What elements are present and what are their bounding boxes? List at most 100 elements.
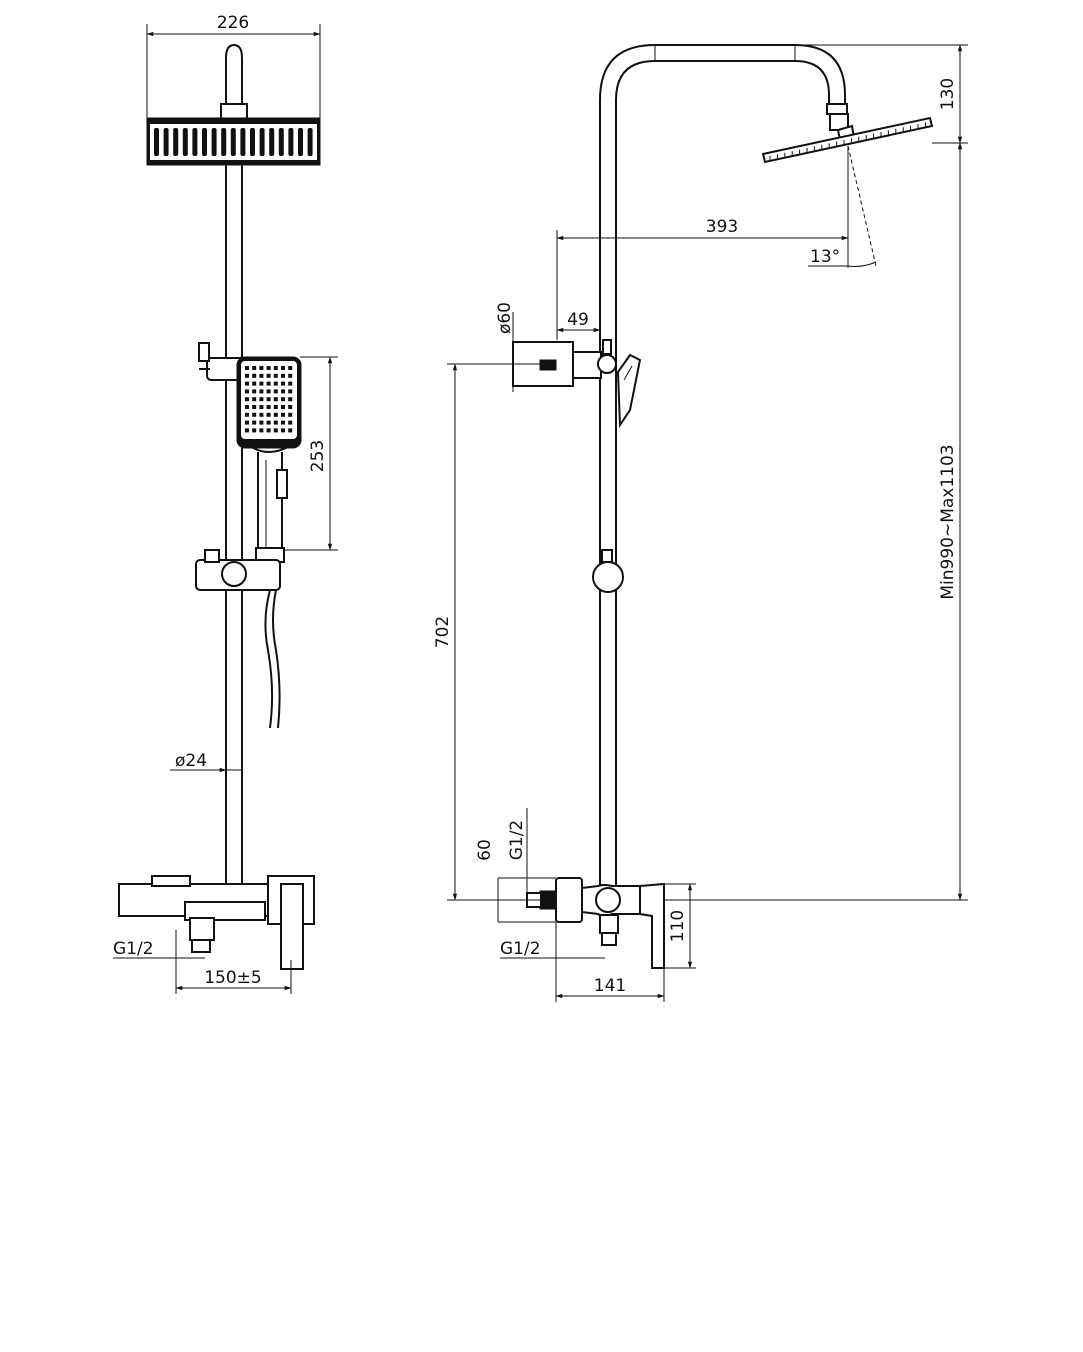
hand-nozzle — [245, 381, 249, 386]
front-view: 226 253 ø24 G1/2 150±5 — [113, 13, 338, 994]
hand-nozzle — [259, 397, 264, 402]
head-nozzle-slot — [154, 128, 159, 156]
hand-nozzle — [266, 389, 271, 394]
hand-nozzle — [252, 405, 257, 409]
front-slide-holder — [195, 549, 281, 591]
hand-nozzle — [252, 373, 257, 378]
hand-nozzle — [259, 420, 264, 425]
hand-nozzle — [266, 412, 271, 417]
head-nozzle-slot — [230, 128, 236, 156]
hand-nozzle — [266, 420, 271, 425]
head-nozzle-slot — [298, 128, 303, 156]
front-overhead-arm — [225, 43, 243, 104]
hand-nozzle — [273, 389, 278, 394]
dim-150-label: 150±5 — [204, 968, 262, 988]
dim-702: 702 — [433, 363, 540, 901]
side-head-connector — [826, 103, 856, 142]
hand-nozzle — [281, 405, 285, 409]
side-riser-with-arm — [599, 44, 846, 885]
dim-g12-vertical-label: G1/2 — [507, 820, 527, 861]
front-riser-tube — [225, 165, 243, 883]
hand-nozzle — [259, 405, 264, 409]
hand-nozzle — [245, 405, 249, 409]
dim-49-label: 49 — [567, 310, 589, 330]
head-nozzle-slot — [259, 128, 265, 156]
hand-nozzle — [273, 373, 278, 378]
hand-nozzle — [281, 397, 285, 402]
side-hand-shower — [616, 353, 642, 429]
hand-nozzle — [252, 389, 257, 394]
head-nozzle-slot — [173, 128, 179, 156]
hand-nozzle — [281, 381, 285, 386]
hand-nozzle — [273, 397, 278, 402]
hand-nozzle — [252, 428, 257, 433]
hand-nozzle — [288, 366, 293, 370]
hand-nozzle — [245, 397, 249, 402]
dim-110: 110 — [664, 883, 696, 969]
hand-nozzle — [245, 428, 249, 433]
hand-nozzle — [259, 412, 264, 417]
dim-60-side-label: 60 — [475, 839, 495, 861]
hand-nozzle — [288, 373, 293, 378]
hand-nozzle — [252, 397, 257, 402]
dim-253-label: 253 — [308, 440, 328, 472]
head-nozzle-slot — [288, 128, 294, 156]
dim-g12-front: G1/2 — [113, 939, 205, 959]
dim-g12-vertical: G1/2 — [507, 808, 528, 893]
head-nozzle-slot — [192, 128, 198, 156]
hand-nozzle — [266, 381, 271, 386]
hand-nozzle — [288, 389, 293, 394]
hand-nozzle — [281, 366, 285, 370]
dim-angle-13: 13° — [808, 247, 877, 267]
hand-nozzle — [245, 373, 249, 378]
hand-nozzle — [266, 397, 271, 402]
head-nozzle-slot — [182, 128, 188, 156]
dim-min-max-label: Min990~Max1103 — [938, 444, 958, 599]
hand-nozzle — [281, 412, 285, 417]
hand-nozzle — [245, 420, 249, 425]
hand-nozzle — [281, 389, 285, 394]
hand-nozzle — [288, 428, 293, 433]
side-spray-angled — [847, 145, 877, 267]
dim-226: 226 — [146, 13, 321, 118]
dim-dia-60: ø60 — [495, 302, 515, 392]
hand-nozzle — [273, 428, 278, 433]
dim-702-label: 702 — [433, 616, 453, 648]
dim-150: 150±5 — [175, 930, 292, 994]
hand-nozzle — [266, 405, 271, 409]
hand-nozzle — [288, 412, 293, 417]
hand-nozzle — [281, 420, 285, 425]
dim-g12-front-label: G1/2 — [113, 939, 154, 959]
hand-nozzle — [252, 420, 257, 425]
hand-nozzle — [288, 397, 293, 402]
side-slide-knob — [592, 549, 624, 593]
dim-130-label: 130 — [938, 78, 958, 110]
dim-dia-24: ø24 — [170, 751, 242, 773]
hand-nozzle — [273, 381, 278, 386]
front-hand-shower — [236, 356, 302, 563]
head-nozzle-slot — [221, 128, 227, 156]
dim-49: 49 — [556, 310, 601, 340]
dim-253: 253 — [284, 356, 338, 551]
head-nozzle-slot — [163, 128, 169, 156]
dim-dia-60-label: ø60 — [495, 302, 515, 334]
dim-141: 141 — [555, 922, 665, 1002]
head-nozzle-slot — [202, 128, 207, 156]
head-nozzle-slot — [269, 128, 275, 156]
side-view: 130 393 13° ø60 49 7 — [433, 44, 968, 1002]
head-nozzle-slot — [211, 128, 217, 156]
hand-nozzle — [252, 381, 257, 386]
hand-nozzle — [288, 381, 293, 386]
hand-nozzle — [245, 366, 249, 370]
hand-nozzle — [245, 389, 249, 394]
dim-393-label: 393 — [706, 217, 738, 237]
dim-min-max: Min990~Max1103 — [664, 142, 968, 901]
hand-nozzle — [288, 420, 293, 425]
head-nozzle-slot — [240, 128, 246, 156]
head-nozzle-slot — [278, 128, 284, 156]
front-hose — [264, 589, 274, 729]
hand-nozzle — [245, 412, 249, 417]
hand-nozzle — [266, 373, 271, 378]
hand-nozzle — [259, 389, 264, 394]
